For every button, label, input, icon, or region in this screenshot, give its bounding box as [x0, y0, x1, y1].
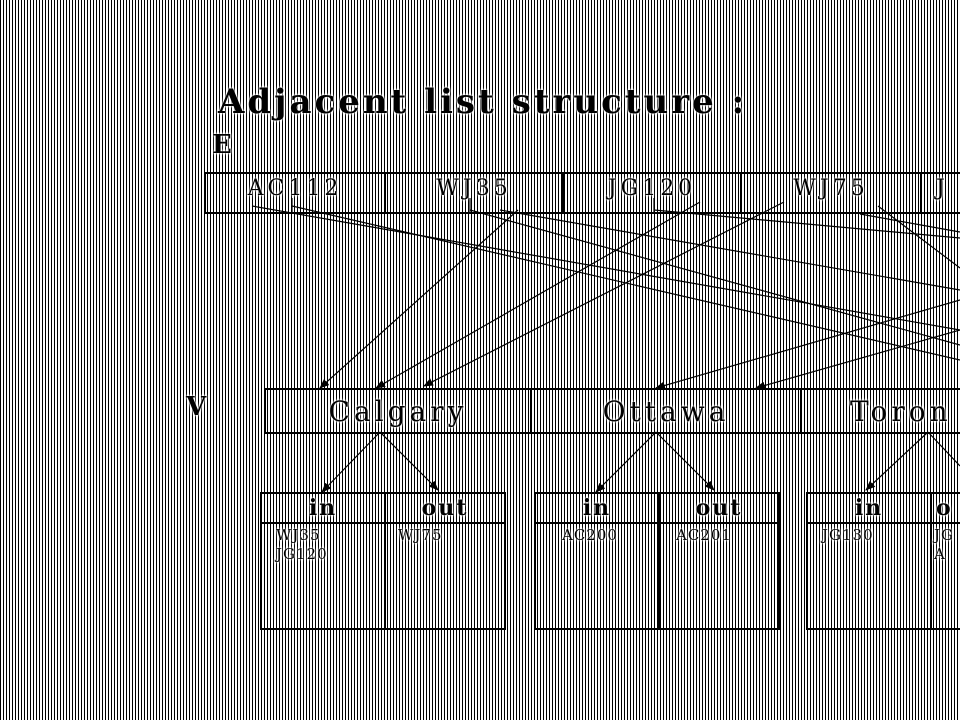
vertex-in-arrow	[321, 431, 381, 493]
list-item: JG130	[822, 526, 874, 544]
edge-reference-line	[877, 205, 960, 269]
vertex-out-arrow	[379, 431, 439, 491]
in-column: in JG130	[808, 494, 932, 628]
incidence-box-ottawa: in AC200 out AC201	[534, 492, 780, 630]
vertex-label: Toron	[850, 394, 952, 428]
list-item: AC201	[676, 526, 732, 544]
edge-cell: J	[922, 172, 960, 214]
vertex-in-arrow	[865, 431, 929, 491]
vertex-list-label: V	[186, 392, 207, 422]
vertex-out-arrow	[927, 431, 960, 467]
in-column: in WJ35 JG120	[262, 494, 386, 628]
incidence-box-toronto: in JG130 o JG A	[806, 492, 960, 630]
vertex-label: Calgary	[328, 394, 468, 428]
in-column: in AC200	[536, 494, 660, 628]
edge-reference-line	[499, 209, 960, 291]
edge-reference-line	[291, 205, 960, 361]
out-column: out WJ75	[384, 494, 506, 628]
in-header: in	[808, 494, 930, 524]
edge-arrow	[755, 329, 960, 390]
edge-reference-line	[859, 213, 960, 233]
edge-reference-line	[469, 209, 960, 346]
vertex-cell: Toron	[802, 388, 960, 434]
out-header: out	[384, 494, 506, 524]
edge-arrow	[423, 201, 785, 387]
list-item: WJ75	[398, 526, 443, 544]
edge-label: AC112	[247, 176, 343, 201]
vertex-out-arrow	[655, 431, 715, 491]
diagram-title: Adjacent list structure :	[218, 82, 748, 122]
out-header: o	[930, 494, 960, 524]
edge-label: WJ35	[436, 176, 512, 201]
vertex-cell: Calgary	[264, 388, 532, 434]
list-item: JG	[934, 526, 954, 544]
list-item: WJ35	[276, 526, 321, 544]
edge-reference-line	[653, 209, 960, 239]
vertex-label: Ottawa	[602, 394, 730, 428]
out-header: out	[658, 494, 780, 524]
in-header: in	[536, 494, 658, 524]
vertex-in-arrow	[595, 431, 657, 493]
edge-reference-line	[251, 205, 960, 331]
edge-arrow	[375, 201, 701, 389]
edge-cell: JG120	[564, 172, 742, 214]
edge-list-label: E	[212, 130, 232, 160]
vertex-cell: Ottawa	[532, 388, 802, 434]
edge-cell: WJ35	[386, 172, 564, 214]
list-item: AC200	[562, 526, 618, 544]
incidence-box-calgary: in WJ35 JG120 out WJ75	[260, 492, 506, 630]
edge-cell: WJ75	[742, 172, 922, 214]
edge-label: JG120	[607, 176, 697, 201]
list-item: A	[934, 545, 946, 563]
edge-label: J	[936, 176, 949, 201]
list-item: JG120	[276, 545, 328, 563]
out-column: out AC201	[658, 494, 780, 628]
edge-arrow	[655, 299, 960, 390]
edge-label: WJ75	[793, 176, 869, 201]
in-header: in	[262, 494, 384, 524]
edge-arrow	[319, 209, 519, 389]
out-column: o JG A	[930, 494, 960, 628]
